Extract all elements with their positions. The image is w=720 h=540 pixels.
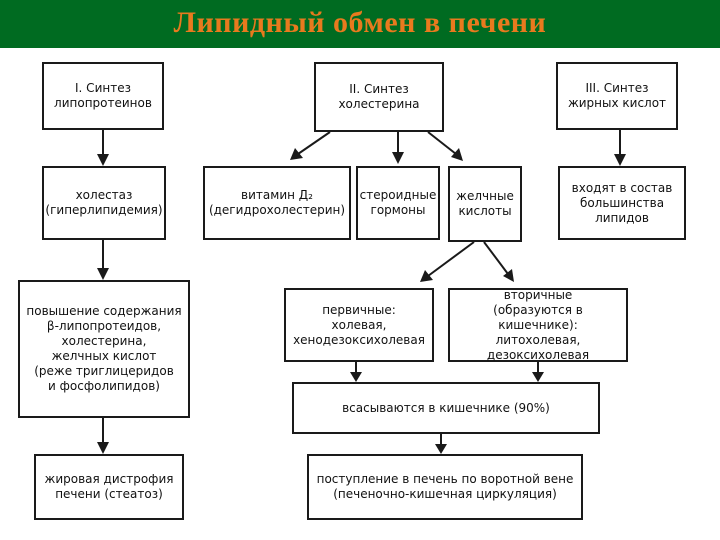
box-increase: повышение содержания β-липопротеидов, хо… bbox=[18, 280, 190, 418]
box-synthesis-fatty-acids: III. Синтез жирных кислот bbox=[556, 62, 678, 130]
arrow-lipo-to-cholestasis bbox=[97, 130, 109, 166]
arrow-chol-to-bile bbox=[427, 131, 463, 161]
box-absorbed: всасываются в кишечнике (90%) bbox=[292, 382, 600, 434]
arrow-cholestasis-to-increase bbox=[97, 240, 109, 280]
box-primary-bile: первичные: холевая, хенодезоксихолевая bbox=[284, 288, 434, 362]
box-synthesis-cholesterol: II. Синтез холестерина bbox=[314, 62, 444, 132]
box-steatosis: жировая дистрофия печени (стеатоз) bbox=[34, 454, 184, 520]
arrow-primary-to-absorbed bbox=[350, 362, 362, 382]
arrow-bile-to-secondary bbox=[483, 241, 514, 282]
arrow-chol-to-steroid bbox=[392, 132, 404, 164]
title-banner: Липидный обмен в печени bbox=[0, 0, 720, 48]
arrow-fa-to-lipids bbox=[614, 130, 626, 166]
box-synthesis-lipoproteins: I. Синтез липопротеинов bbox=[42, 62, 164, 130]
arrow-bile-to-primary bbox=[420, 241, 475, 282]
arrow-increase-to-steatosis bbox=[97, 418, 109, 454]
page-title: Липидный обмен в печени bbox=[173, 6, 547, 39]
box-cholestasis: холестаз (гиперлипидемия) bbox=[42, 166, 166, 240]
box-secondary-bile: вторичные (образуются в кишечнике): лито… bbox=[448, 288, 628, 362]
box-bile-acids: желчные кислоты bbox=[448, 166, 522, 242]
arrow-absorbed-to-portal bbox=[435, 434, 447, 454]
box-fa-lipids: входят в состав большинства липидов bbox=[558, 166, 686, 240]
arrow-chol-to-vitamin bbox=[290, 131, 331, 160]
box-steroid-hormones: стероидные гормоны bbox=[356, 166, 440, 240]
box-vitamin-d: витамин Д₂ (дегидрохолестерин) bbox=[203, 166, 351, 240]
box-portal: поступление в печень по воротной вене (п… bbox=[307, 454, 583, 520]
arrow-secondary-to-absorbed bbox=[532, 362, 544, 382]
